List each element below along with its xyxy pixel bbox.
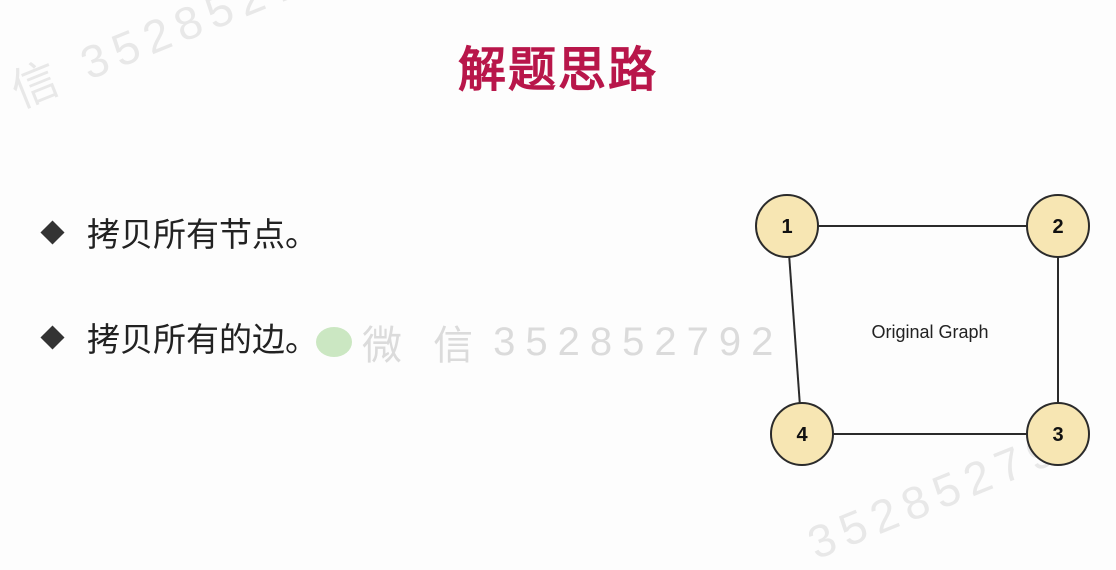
bullet-item-copy-edges: 拷贝所有的边。: [40, 313, 318, 361]
graph-edge-4-1: [786, 225, 803, 435]
page-title: 解题思路: [457, 42, 658, 98]
graph-node-label-3: 3: [1052, 424, 1063, 446]
graph-node-label-4: 4: [796, 424, 808, 446]
graph-node-2: [1026, 194, 1090, 258]
graph-node-label-2: 2: [1052, 216, 1063, 238]
graph-caption: Original Graph: [871, 322, 988, 342]
graph-node-3: [1026, 402, 1090, 466]
bullet-text: 拷贝所有节点。: [87, 215, 318, 254]
original-graph-diagram: 1 2 3 4 Original Graph: [755, 194, 1090, 466]
graph-node-label-1: 1: [781, 216, 792, 238]
graph-node-1: [755, 194, 819, 258]
bullet-item-copy-nodes: 拷贝所有节点。: [40, 208, 318, 256]
bullet-text: 拷贝所有的边。: [87, 320, 318, 359]
graph-node-4: [770, 402, 834, 466]
